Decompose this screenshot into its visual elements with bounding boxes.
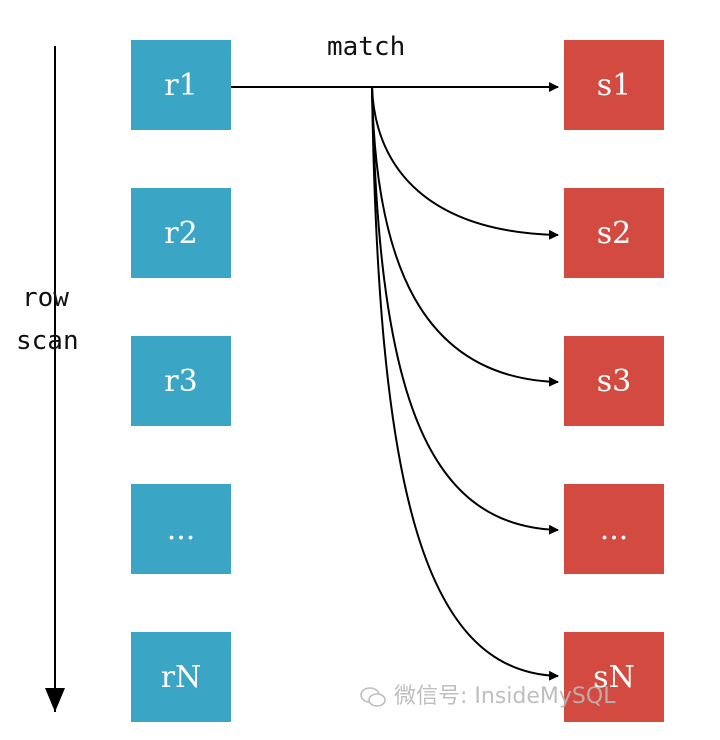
inner-row-box-s2: s2 xyxy=(564,188,664,278)
inner-row-label: ... xyxy=(599,511,629,547)
watermark: 微信号: InsideMySQL xyxy=(360,678,615,710)
outer-row-box-r1: r1 xyxy=(131,40,231,130)
inner-row-label: s1 xyxy=(596,67,632,103)
match-arrow-s3 xyxy=(371,86,559,387)
inner-row-label: s3 xyxy=(596,363,632,399)
outer-row-label: r3 xyxy=(164,363,198,399)
inner-row-box-s1: s1 xyxy=(564,40,664,130)
watermark-text: 微信号: InsideMySQL xyxy=(394,684,616,709)
inner-row-box-sN: sN xyxy=(564,632,664,722)
match-arrow-dots xyxy=(371,86,559,535)
outer-row-label: ... xyxy=(166,511,196,547)
match-arrow-sN xyxy=(371,86,559,681)
outer-row-box-r3: r3 xyxy=(131,336,231,426)
row-scan-label-row: row xyxy=(22,283,69,313)
wechat-icon xyxy=(360,687,386,707)
inner-row-box-s3: s3 xyxy=(564,336,664,426)
inner-row-box-ellipsis: ... xyxy=(564,484,664,574)
outer-row-box-r2: r2 xyxy=(131,188,231,278)
outer-row-label: r1 xyxy=(164,67,198,103)
outer-row-box-ellipsis: ... xyxy=(131,484,231,574)
inner-row-label: sN xyxy=(593,659,635,695)
outer-row-label: rN xyxy=(160,659,202,695)
outer-row-box-rN: rN xyxy=(131,632,231,722)
match-label: match xyxy=(327,32,406,62)
match-arrow-s2 xyxy=(371,86,559,240)
row-scan-arrowhead xyxy=(45,688,65,712)
inner-row-label: s2 xyxy=(596,215,632,251)
outer-row-label: r2 xyxy=(164,215,198,251)
row-scan-label-scan: scan xyxy=(16,326,79,356)
